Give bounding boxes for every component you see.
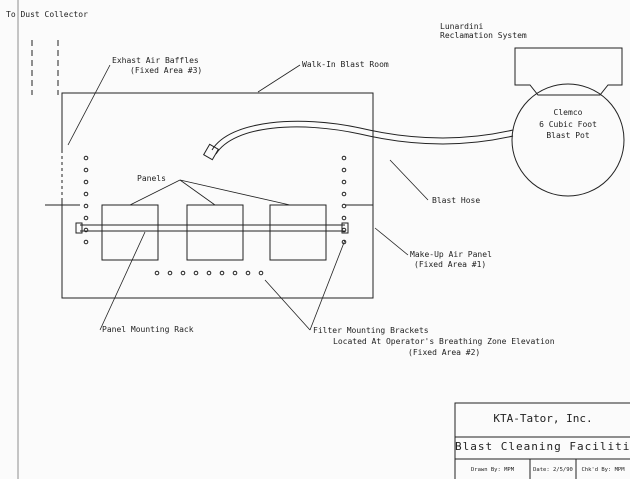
bolt (232, 270, 238, 276)
title-block-lines (454, 402, 630, 479)
label-makeup-air: Make-Up Air Panel (410, 250, 492, 259)
bolt (341, 167, 347, 173)
bolt (83, 215, 89, 221)
panel-mounting-rod (75, 222, 349, 234)
label-reclamation: Reclamation System (440, 31, 527, 40)
bolt (341, 215, 347, 221)
filter-brackets (154, 270, 264, 276)
bolt (167, 270, 173, 276)
title-block-drawn-by: Drawn By: MPM (470, 467, 515, 473)
bolt (154, 270, 160, 276)
label-makeup-area: (Fixed Area #1) (414, 260, 487, 269)
bolt (341, 239, 347, 245)
label-pot-size: 6 Cubic Foot (539, 120, 597, 129)
title-block-checked-by: Chk'd By: MPM (581, 467, 625, 473)
label-filter-area: (Fixed Area #2) (408, 348, 481, 357)
label-rack: Panel Mounting Rack (102, 325, 194, 334)
title-block-date: Date: 2/5/90 (533, 467, 573, 473)
bolt (83, 179, 89, 185)
bolt (341, 179, 347, 185)
label-dust-collector: To Dust Collector (6, 10, 88, 19)
bolt (206, 270, 212, 276)
bolt (83, 167, 89, 173)
bolt (83, 239, 89, 245)
label-baffles: Exhast Air Baffles (112, 56, 199, 65)
bolt (180, 270, 186, 276)
label-lunardini: Lunardini (440, 22, 484, 31)
bolt (258, 270, 264, 276)
bolt (341, 191, 347, 197)
bolt (245, 270, 251, 276)
bolt (83, 227, 89, 233)
label-pot-type: Blast Pot (546, 131, 590, 140)
bolt (83, 155, 89, 161)
label-filter: Filter Mounting Brackets (313, 326, 429, 335)
label-blast-hose: Blast Hose (432, 196, 481, 205)
bolt (83, 203, 89, 209)
label-walk-in: Walk-In Blast Room (302, 60, 389, 69)
reclamation-system (514, 47, 623, 96)
bolt (341, 203, 347, 209)
dust-collector-duct (31, 40, 59, 95)
blast-room-walls (45, 92, 374, 299)
bolt (219, 270, 225, 276)
bolt (83, 191, 89, 197)
bolt-column-left (83, 155, 89, 245)
title-block-company: KTA-Tator, Inc. (493, 412, 593, 425)
panel-3 (269, 204, 327, 261)
bolt (341, 155, 347, 161)
panel-2 (186, 204, 244, 261)
label-baffles-area: (Fixed Area #3) (130, 66, 203, 75)
blast-pot (511, 83, 625, 197)
bolt (193, 270, 199, 276)
title-block-title: Blast Cleaning Facilities (455, 440, 630, 453)
blast-hose (202, 120, 514, 161)
panel-1 (101, 204, 159, 261)
leader-lines (67, 64, 429, 331)
label-panels: Panels (137, 174, 166, 183)
label-filter-location: Located At Operator's Breathing Zone Ele… (333, 337, 555, 346)
label-pot-brand: Clemco (553, 108, 583, 117)
